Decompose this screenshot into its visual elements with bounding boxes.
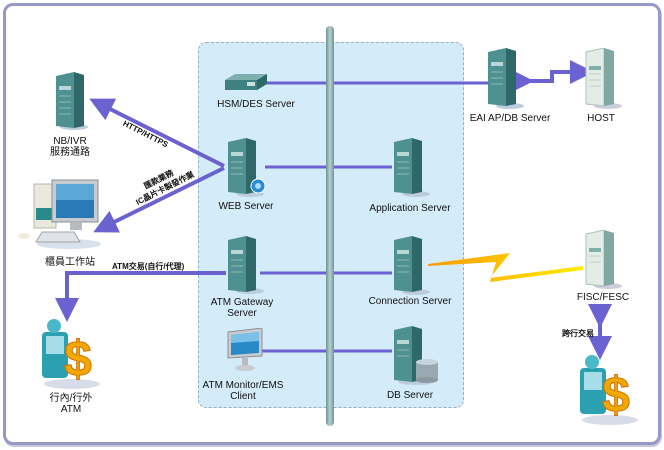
nb-ivr-label-line1: NB/IVR: [53, 136, 87, 147]
application-server-icon: [394, 138, 430, 197]
link-atmgw-atm: [55, 271, 226, 322]
teller-workstation-icon: [18, 179, 101, 249]
interbank-link-label: 跨行交易: [562, 329, 594, 338]
atm-gateway-label-line1: ATM Gateway: [210, 297, 274, 308]
atm-gateway-server-icon: [228, 236, 264, 294]
interbank-atm-money-icon: $: [580, 355, 638, 425]
network-bus: [326, 26, 334, 426]
db-server-icon: [394, 326, 438, 385]
hsm-appliance-icon: [225, 74, 267, 90]
atm-money-icon: $: [42, 319, 100, 389]
teller-label: 櫃員工作站: [45, 257, 95, 268]
nb-ivr-server-icon: [56, 72, 88, 130]
host-label: HOST: [587, 113, 615, 124]
atm-monitor-label: ATM Monitor/EMS Client: [196, 380, 290, 402]
atm-branch-label-line2: ATM: [60, 404, 82, 415]
fisc-server-icon: [585, 230, 622, 289]
host-server-icon: [585, 48, 622, 109]
web-server-label: WEB Server: [218, 201, 274, 212]
hsm-label: HSM/DES Server: [217, 99, 295, 110]
lightning-link: [428, 253, 583, 282]
atm-branch-label: 行內/行外 ATM: [36, 393, 106, 415]
web-server-icon: [228, 138, 266, 197]
eai-label: EAI AP/DB Server: [469, 113, 551, 124]
atm-monitor-icon: [227, 328, 263, 371]
db-server-label: DB Server: [386, 390, 434, 401]
link-eai-host: [510, 60, 594, 93]
nb-ivr-label-line2: 服務通路: [50, 147, 90, 158]
eai-server-icon: [488, 48, 524, 109]
atm-gateway-label: ATM Gateway Server: [202, 297, 282, 319]
svg-text:$: $: [602, 367, 630, 423]
atm-branch-label-line1: 行內/行外: [49, 393, 93, 404]
atm-monitor-label-line2: Client: [230, 391, 256, 402]
svg-text:$: $: [64, 331, 92, 387]
atm-txn-link-label: ATM交易(自行/代理): [112, 262, 185, 271]
connection-server-label: Connection Server: [368, 296, 452, 307]
atm-gateway-label-line2: Server: [227, 308, 257, 319]
fisc-label: FISC/FESC: [576, 292, 630, 303]
application-server-label: Application Server: [369, 203, 451, 214]
link-web-nbivr: [89, 98, 225, 168]
atm-monitor-label-line1: ATM Monitor/EMS: [202, 380, 284, 391]
connection-server-icon: [394, 236, 430, 295]
nb-ivr-label: NB/IVR 服務通路: [40, 136, 100, 158]
link-web-teller: [93, 166, 225, 233]
